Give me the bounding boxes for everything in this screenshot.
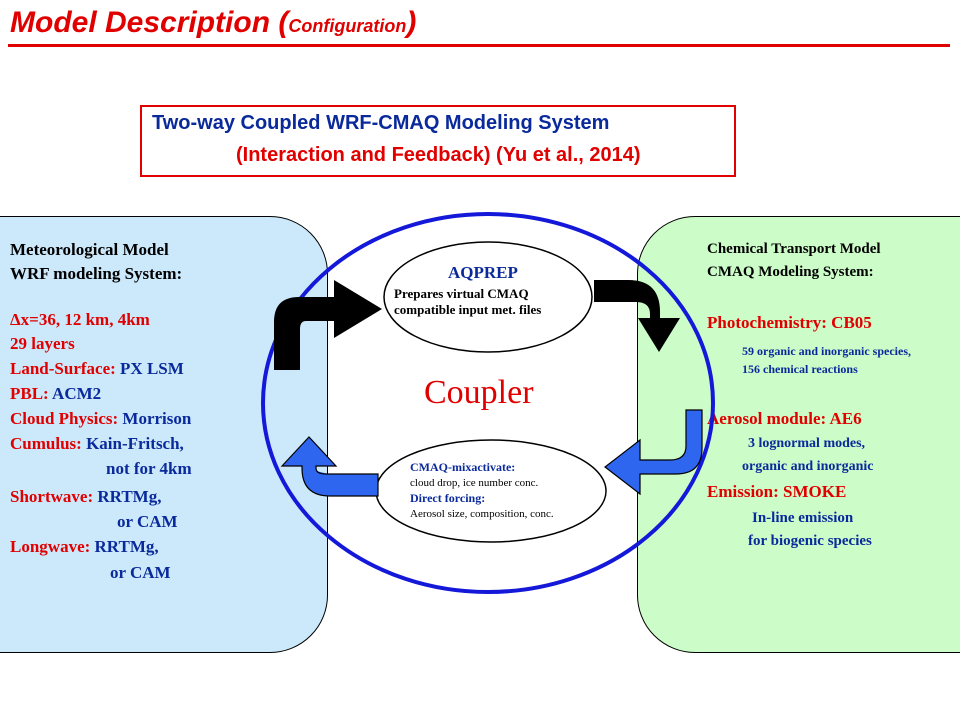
left-item-resolution: Δx=36, 12 km, 4km: [10, 310, 150, 329]
right-aero-detail-1: 3 lognormal modes,: [748, 436, 866, 451]
left-item-land-surface: Land-Surface: PX LSM: [10, 359, 184, 378]
coupler-label: Coupler: [424, 374, 534, 411]
black-curved-arrow-icon-left: [274, 280, 382, 370]
right-photochemistry: Photochemistry: CB05: [707, 313, 872, 332]
header-box: [140, 105, 736, 177]
left-item-shortwave: Shortwave: RRTMg,: [10, 487, 162, 506]
right-aerosol: Aerosol module: AE6: [707, 409, 862, 428]
left-title-2: WRF modeling System:: [10, 264, 183, 283]
right-emis-detail-2: for biogenic species: [748, 533, 872, 549]
left-item-shortwave-alt: or CAM: [117, 512, 178, 531]
left-item-cumulus: Cumulus: Kain-Fritsch,: [10, 434, 184, 453]
mixactivate-text: CMAQ-mixactivate: cloud drop, ice number…: [410, 460, 554, 520]
aqprep-title: AQPREP: [448, 263, 518, 282]
left-item-longwave: Longwave: RRTMg,: [10, 537, 159, 556]
right-aero-detail-2: organic and inorganic: [742, 459, 874, 474]
title-underline: [8, 44, 950, 47]
right-emis-detail-1: In-line emission: [752, 510, 854, 526]
blue-curved-arrow-icon-right: [604, 409, 703, 496]
aqprep-ellipse: [383, 241, 593, 353]
meteorological-panel: [0, 216, 328, 653]
aqprep-description: Prepares virtual CMAQ compatible input m…: [394, 286, 542, 317]
right-photo-detail-1: 59 organic and inorganic species,: [742, 344, 912, 358]
header-line1: Two-way Coupled WRF-CMAQ Modeling System: [152, 112, 610, 134]
right-title-1: Chemical Transport Model: [707, 241, 881, 257]
slide-title: Model Description (Configuration): [10, 6, 417, 39]
coupler-ring: [261, 212, 715, 594]
left-item-cumulus-note: not for 4km: [106, 459, 192, 478]
left-title-1: Meteorological Model: [10, 240, 169, 259]
right-photo-detail-2: 156 chemical reactions: [742, 362, 858, 376]
left-item-cloud-physics: Cloud Physics: Morrison: [10, 409, 192, 428]
right-emission: Emission: SMOKE: [707, 482, 847, 501]
black-curved-arrow-icon-right: [594, 280, 680, 352]
left-item-layers: 29 layers: [10, 334, 75, 353]
right-title-2: CMAQ Modeling System:: [707, 264, 874, 280]
left-item-longwave-alt: or CAM: [110, 563, 171, 582]
header-line2: (Interaction and Feedback) (Yu et al., 2…: [236, 144, 641, 166]
blue-curved-arrow-icon-left: [280, 436, 379, 497]
left-item-pbl: PBL: ACM2: [10, 384, 102, 403]
